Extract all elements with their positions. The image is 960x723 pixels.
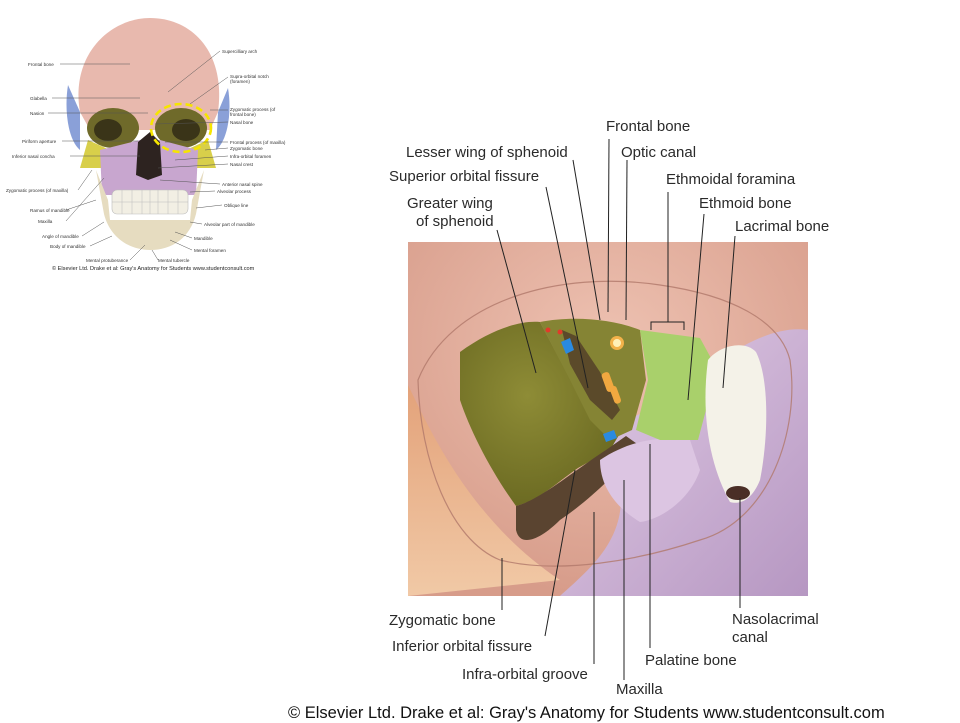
label-lacrimal-bone: Lacrimal bone [735,218,830,235]
label-nasolacrimal-line2: canal [732,629,768,646]
thumb-orbit-right-inner [172,119,200,141]
thumb-label-piriform-aperture: Piriform aperture [22,139,57,144]
thumb-mandible [96,170,204,250]
thumb-label-body-mandible: Body of mandible [50,244,86,249]
label-optic-canal: Optic canal [621,144,697,161]
thumb-label-infraorbital-foramen: Infra-orbital foramen [230,154,272,159]
thumb-label-frontal-bone: Frontal bone [28,62,54,67]
label-ethmoidal-foramina: Ethmoidal foramina [666,171,796,188]
thumb-label-supraorbital-notch: Supra-orbital notch (foramen) [230,74,269,84]
thumb-label-alveolar-process: Alveolar process [217,189,251,194]
thumb-label-mental-foramen: Mental foramen [194,248,226,253]
label-greater-wing-line2: of sphenoid [416,213,494,230]
thumb-orbit-highlight [149,102,213,154]
thumb-label-maxilla: Maxilla [38,219,53,224]
thumb-nasal-cavity [136,132,162,180]
greater-wing-sphenoid-shape [460,321,628,506]
label-nasolacrimal-line1: Nasolacrimal [732,611,819,628]
thumb-label-anterior-nasal-spine: Anterior nasal spine [222,182,263,187]
label-infraorbital-groove: Infra-orbital groove [462,666,588,683]
thumb-temporal-right [216,88,230,150]
thumb-label-mandible: Mandible [194,236,213,241]
label-inferior-orbital-fissure: Inferior orbital fissure [392,638,533,655]
label-greater-wing-line1: Greater wing [407,195,493,212]
thumb-label-zygomatic-process-maxilla: Zygomatic process (of maxilla) [6,188,69,193]
thumb-label-nasal-crest: Nasal crest [230,162,253,167]
thumb-label-alveolar-part-mandible: Alveolar part of mandible [204,222,255,227]
pointer-lines [496,138,741,680]
thumb-frontal-bone [78,18,220,130]
orbit-rim [417,280,793,567]
thumb-label-inferior-nasal-concha: Inferior nasal concha [12,154,55,159]
thumb-label-zygomatic-process-frontal: Zygomatic process (of frontal bone) [230,107,276,117]
label-maxilla: Maxilla [616,681,663,698]
thumb-label-frontal-process-maxilla: Frontal process (of maxilla) [230,140,286,145]
label-zygomatic-bone: Zygomatic bone [389,612,496,629]
thumb-label-mental-tubercle: Mental tubercle [158,258,190,263]
foramina-markers [545,327,624,442]
thumb-label-supercilliary-arch: Supercilliary arch [222,49,258,54]
label-ethmoid-bone: Ethmoid bone [699,195,792,212]
thumb-label-nasion: Nasion [30,111,45,116]
thumb-label-nasal-bone: Nasal bone [230,120,254,125]
thumb-label-angle-mandible: Angle of mandible [42,234,79,239]
thumb-copyright: © Elsevier Ltd. Drake et al: Gray's Anat… [52,266,255,272]
ethmoid-shape [636,330,712,440]
thumb-temporal-left [66,85,80,150]
thumb-label-zygomatic-bone: Zygomatic bone [230,146,263,151]
main-copyright: © Elsevier Ltd. Drake et al: Gray's Anat… [288,704,885,722]
superior-orbital-fissure-shape [562,330,620,420]
nasolacrimal-canal-shape [726,486,750,500]
orbit-zygomatic-region [408,385,560,596]
label-frontal-bone: Frontal bone [606,118,691,135]
thumb-label-glabella: Glabella [30,96,47,101]
label-superior-orbital-fissure: Superior orbital fissure [389,168,540,185]
label-palatine-bone: Palatine bone [645,652,737,669]
thumb-label-mental-protuberance: Mental protuberance [86,258,129,263]
thumb-label-oblique-line: Oblique line [224,203,249,208]
thumb-label-ramus: Ramus of mandible [30,208,70,213]
thumb-orbit-left-inner [94,119,122,141]
label-lesser-wing-sphenoid: Lesser wing of sphenoid [406,144,568,161]
lacrimal-shape [705,345,767,503]
